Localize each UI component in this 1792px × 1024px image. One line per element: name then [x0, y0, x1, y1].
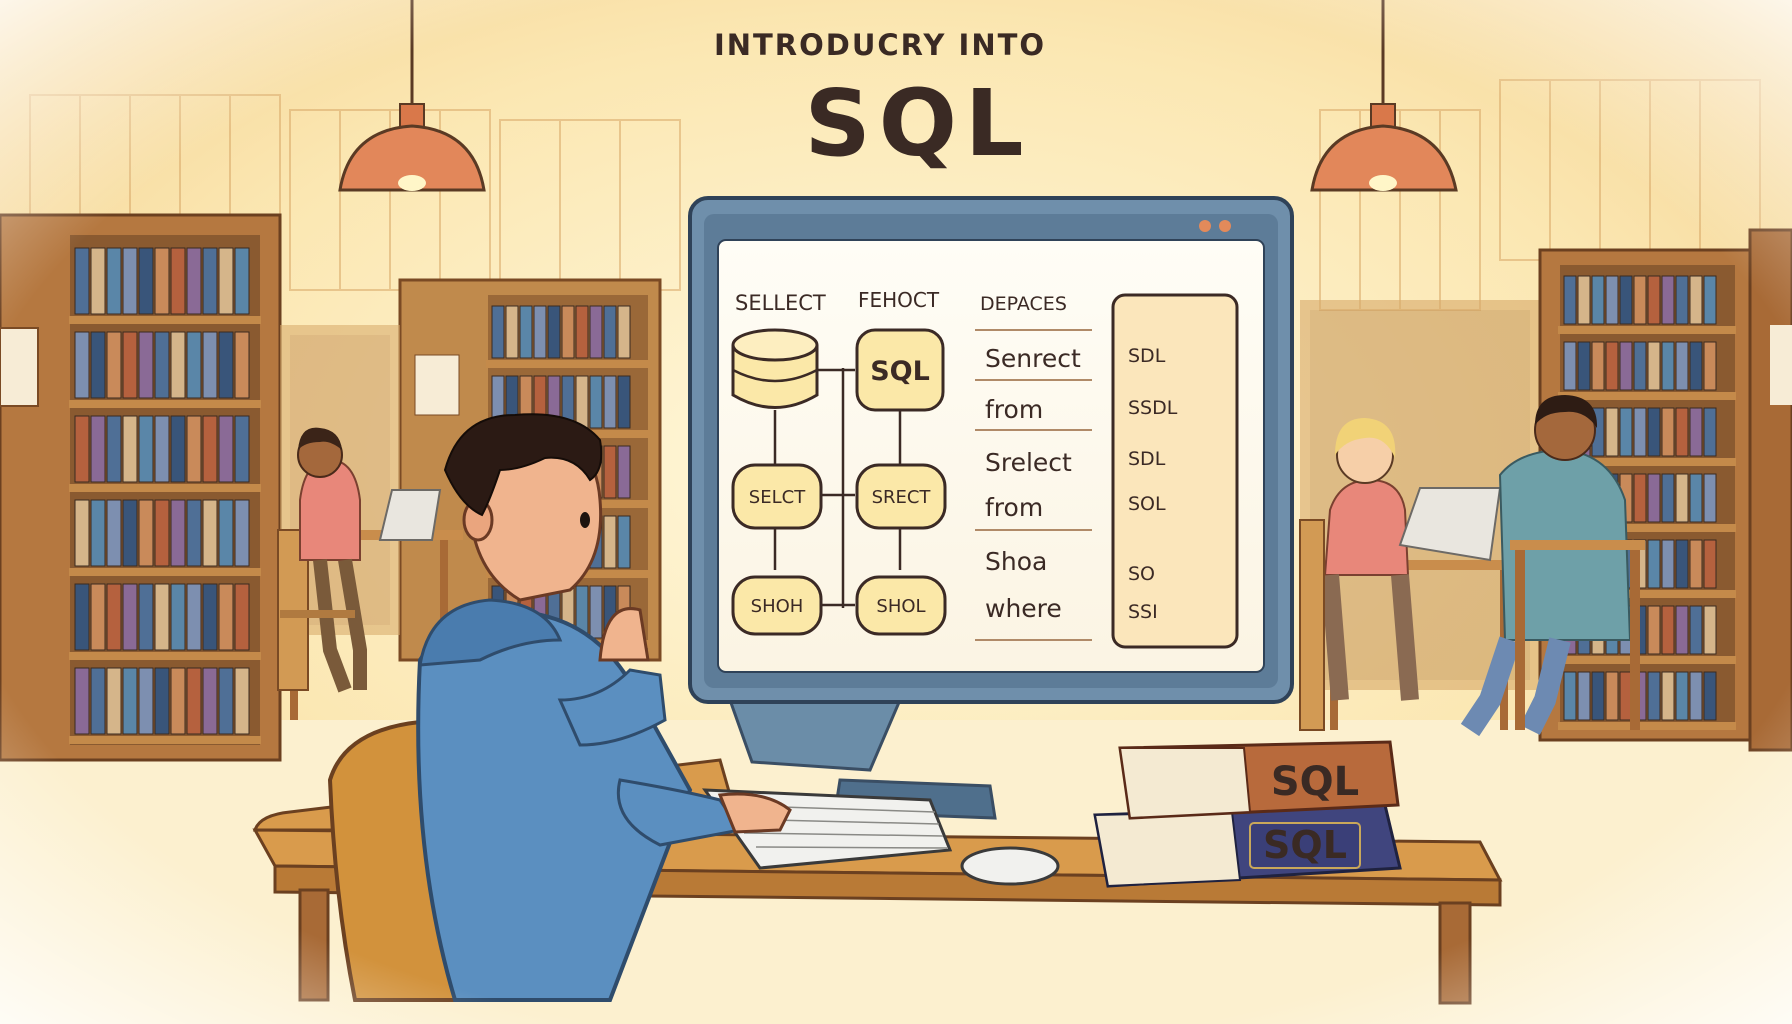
keyword-item: from [985, 493, 1043, 522]
monitor-screen: SELLECT FEHOCT DEPACES SQL SELCT [717, 239, 1265, 673]
book-top-label: SQL [1271, 759, 1359, 805]
diagram-node-show-left-label: SHOH [751, 596, 804, 617]
keyword-item: from [985, 395, 1043, 424]
title-line: INTRODUCRY INTO [714, 28, 1046, 62]
diagram-node-select-left: SELCT [731, 463, 823, 530]
wall-sign [0, 327, 39, 407]
diagram-node-show-left: SHOH [731, 575, 823, 636]
title-main: SQL [804, 70, 1031, 177]
keyword-item: Shoa [985, 547, 1047, 576]
screen-header-1: SELLECT [735, 291, 826, 315]
diagram-node-sql-label: SQL [870, 356, 930, 387]
mouse [960, 846, 1060, 886]
diagram-node-select-right: SRECT [855, 463, 947, 530]
side-panel-item: SOL [1128, 493, 1166, 515]
diagram-node-show-right-label: SHOL [876, 596, 925, 617]
screen-header-3: DEPACES [980, 293, 1067, 315]
book-top: SQL [1118, 740, 1400, 820]
side-panel: SDL SSDL SDL SOL SO SSI [1111, 293, 1239, 649]
database-icon [731, 328, 819, 409]
book-stack: SQL SQL [1093, 740, 1402, 888]
diagram-node-select-right-label: SRECT [872, 487, 932, 508]
screen-header-2: FEHOCT [858, 288, 940, 312]
bookshelf-left [0, 213, 282, 762]
book-bottom-label: SQL [1263, 823, 1347, 867]
side-panel-item: SSDL [1128, 397, 1178, 419]
side-panel-item: SSI [1128, 601, 1158, 623]
keyword-item: Srelect [985, 448, 1072, 477]
diagram-node-sql: SQL [855, 328, 945, 412]
diagram-node-show-right: SHOL [855, 575, 947, 636]
keyword-item: Senrect [985, 344, 1081, 373]
side-panel-item: SO [1128, 563, 1155, 585]
diagram-node-select-left-label: SELCT [749, 487, 806, 508]
side-panel-item: SDL [1128, 448, 1166, 470]
side-panel-item: SDL [1128, 345, 1166, 367]
keyword-item: where [985, 594, 1062, 623]
